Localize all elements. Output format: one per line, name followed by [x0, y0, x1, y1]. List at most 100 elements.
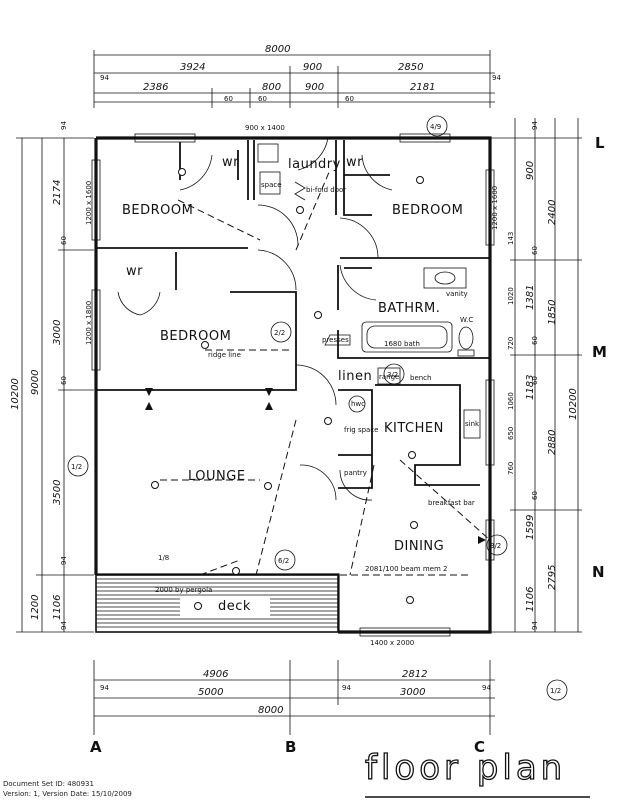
grid-references: L M N A B C — [90, 134, 607, 756]
windows — [91, 133, 495, 637]
dim-right-1060: 1060 — [507, 392, 515, 410]
laundry-tub — [257, 143, 279, 163]
dim-left-small-2: 60 — [60, 236, 68, 245]
label-step: 1/8 — [158, 554, 169, 562]
dim-left-small-1: 94 — [60, 121, 68, 130]
dim-bottom-small-1: 94 — [100, 684, 109, 692]
section-ref-1: 4/9 — [430, 123, 441, 131]
dim-top-3924: 3924 — [180, 62, 205, 73]
dim-top-overall: 8000 — [265, 44, 290, 55]
dim-top-900b: 900 — [305, 82, 324, 93]
window-right: 1200 x 1600 — [491, 186, 499, 230]
grid-row-n: N — [592, 563, 605, 581]
version-info: Version: 1, Version Date: 15/10/2009 — [3, 790, 132, 798]
deck — [95, 574, 339, 633]
dim-right-small-6: 94 — [531, 621, 539, 630]
window-left-1: 1200 x 1600 — [85, 181, 93, 225]
label-window-top: 900 x 1400 — [245, 124, 285, 132]
grid-col-a: A — [90, 738, 102, 756]
dim-bottom-overall: 8000 — [258, 705, 283, 716]
label-bifold-door: bi-fold door — [306, 186, 346, 194]
section-ref-3: 3/2 — [387, 371, 398, 379]
dim-right-1599: 1599 — [525, 515, 536, 540]
dashed-lines — [160, 169, 491, 576]
dim-right-900: 900 — [525, 161, 536, 180]
bottom-dimensions: 4906 2812 5000 3000 8000 94 94 94 — [93, 660, 495, 735]
dim-right-1381: 1381 — [525, 285, 536, 310]
dim-left-3500: 3500 — [52, 480, 63, 505]
dim-left-small-4: 60 — [60, 376, 68, 385]
label-beam: 2081/100 beam mem 2 — [365, 565, 447, 573]
dim-right-1106: 1106 — [525, 587, 536, 612]
dim-top-2181: 2181 — [410, 82, 435, 93]
dim-right-small-1: 94 — [531, 121, 539, 130]
dim-left-1200: 1200 — [30, 595, 41, 620]
dim-right-small-4: 60 — [531, 376, 539, 385]
label-wr-2: wr — [346, 155, 363, 170]
dim-right-143: 143 — [507, 232, 515, 245]
sink-fixture — [463, 409, 481, 439]
dim-right-650: 650 — [507, 427, 515, 440]
dim-left-9000: 9000 — [30, 370, 41, 395]
dim-top-small-1: 94 — [100, 74, 109, 82]
right-dimensions: 10200 2400 1850 2880 2795 900 1381 1183 … — [490, 118, 582, 633]
label-bath: 1680 bath — [384, 340, 420, 348]
dim-bottom-5000: 5000 — [198, 687, 223, 698]
dim-top-small-2: 60 — [224, 95, 233, 103]
light-points — [151, 168, 424, 610]
room-labels: BEDROOM BEDROOM BEDROOM laundry BATHRM. … — [122, 157, 463, 614]
dim-top-small-4: 60 — [345, 95, 354, 103]
grid-col-c: C — [474, 738, 485, 756]
dim-right-overall: 10200 — [568, 388, 579, 420]
hwc-fixture — [348, 395, 366, 413]
label-ridge-line: ridge line — [208, 351, 241, 359]
label-wr-1: wr — [222, 155, 239, 170]
section-ref-6: 3/2 — [490, 542, 501, 550]
dim-top-small-5: 94 — [492, 74, 501, 82]
label-fridge: frig space — [344, 426, 379, 434]
room-kitchen: KITCHEN — [384, 421, 444, 436]
top-dimensions: 8000 3924 900 2850 2386 800 900 2181 94 … — [93, 44, 501, 108]
dim-top-2386: 2386 — [143, 82, 168, 93]
room-bedroom-nw: BEDROOM — [122, 203, 193, 218]
label-vanity: vanity — [446, 290, 468, 298]
dim-top-900: 900 — [303, 62, 322, 73]
drawing-title: floor plan — [364, 747, 567, 788]
room-bedroom-w: BEDROOM — [160, 329, 231, 344]
dim-right-1850: 1850 — [547, 300, 558, 325]
label-pergola: 2000 by pergola — [155, 586, 212, 594]
label-bench: bench — [410, 374, 431, 382]
wc-fixture — [458, 326, 474, 350]
room-linen: linen — [338, 369, 372, 384]
label-breakfast-bar: breakfast bar — [428, 499, 475, 507]
left-dimensions: 10200 9000 1200 2174 3000 3500 1106 1200… — [10, 121, 94, 633]
fixtures — [257, 143, 481, 439]
grid-row-l: L — [595, 134, 605, 152]
dim-right-2795: 2795 — [547, 565, 558, 590]
dim-bottom-3000: 3000 — [400, 687, 425, 698]
room-bathroom: BATHRM. — [378, 301, 440, 316]
dim-right-760: 760 — [507, 462, 515, 475]
dim-right-1020: 1020 — [507, 287, 515, 305]
label-presses: presses — [322, 336, 349, 344]
dim-bottom-small-3: 94 — [482, 684, 491, 692]
dim-bottom-4906: 4906 — [203, 669, 228, 680]
document-set-id: Document Set ID: 480931 — [3, 780, 94, 788]
dim-top-2850: 2850 — [398, 62, 423, 73]
dim-right-small-5: 60 — [531, 491, 539, 500]
section-ref-4: 1/2 — [71, 463, 82, 471]
bath-fixture — [361, 321, 453, 353]
grid-row-m: M — [592, 343, 607, 361]
section-ref-5: 6/2 — [278, 557, 289, 565]
range-fixture — [377, 367, 401, 385]
section-ref-2: 2/2 — [274, 329, 285, 337]
internal-walls — [96, 140, 490, 489]
room-dining: DINING — [394, 539, 444, 554]
section-ref-7: 1/2 — [550, 687, 561, 695]
room-bedroom-ne: BEDROOM — [392, 203, 463, 218]
section-refs: 4/9 2/2 3/2 1/2 6/2 3/2 1/2 — [67, 115, 568, 701]
dim-left-overall: 10200 — [10, 378, 21, 410]
label-space: space — [261, 181, 282, 189]
room-lounge: LOUNGE — [188, 469, 246, 484]
